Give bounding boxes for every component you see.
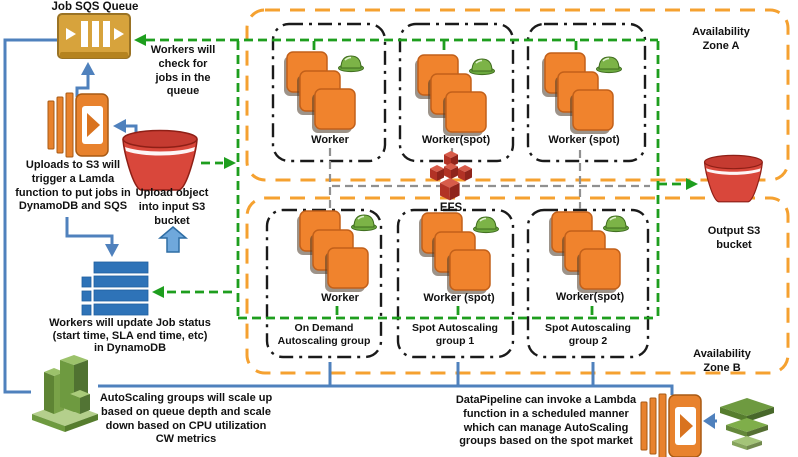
workers-check-note: Workers will check for jobs in the queue <box>150 44 216 98</box>
dynamo-update-note: Workers will update Job status (start ti… <box>49 317 211 355</box>
worker-a2-label: Worker(spot) <box>421 134 491 146</box>
datapipeline-note: DataPipeline can invoke a Lambda functio… <box>455 394 637 448</box>
output-s3-bucket-icon <box>703 154 763 203</box>
worker-cluster-b2-icon <box>419 213 499 294</box>
queue-depth-metric-line <box>3 38 58 394</box>
zone-a-label: Availability Zone A <box>692 26 750 52</box>
blue-arrowheads <box>81 62 715 429</box>
worker-cluster-b1-icon <box>297 211 377 292</box>
lambda-trigger-note: Uploads to S3 will trigger a Lamda funct… <box>15 159 131 213</box>
worker-group-box-b3 <box>526 208 650 359</box>
worker-a1-label: Worker <box>311 134 349 146</box>
green-arrowheads <box>134 34 698 298</box>
dynamodb-icon <box>81 261 149 316</box>
output-s3-label: Output S3 bucket <box>707 225 761 251</box>
autoscale-note: AutoScaling groups will scale up based o… <box>99 392 273 446</box>
zone-b-label: Availability Zone B <box>693 348 751 374</box>
worker-cluster-b3-icon <box>549 212 629 293</box>
group-b3-label: Spot Autoscaling group 2 <box>545 322 631 347</box>
lambda-to-sqs-line <box>75 75 90 97</box>
upload-object-note: Upload object into input S3 bucket <box>135 187 209 227</box>
scheduled-lambda-icon <box>640 393 702 457</box>
sqs-queue-icon <box>57 13 131 59</box>
worker-cluster-a3-icon <box>542 53 622 134</box>
control-lines <box>3 38 717 423</box>
job-flow-lines <box>146 38 685 320</box>
worker-group-box-a3 <box>526 22 647 163</box>
datapipeline-icon <box>720 398 774 450</box>
autoscaling-icon <box>32 355 98 432</box>
worker-b1-label: Worker <box>321 292 359 304</box>
scaling-control-line <box>98 384 674 395</box>
group-b2-label: Spot Autoscaling group 1 <box>412 322 498 347</box>
availability-zone-b-box <box>245 196 790 375</box>
worker-group-boxes <box>265 22 650 359</box>
input-s3-bucket-icon <box>122 129 198 191</box>
worker-cluster-a2-icon <box>415 55 495 136</box>
sqs-queue-title: Job SQS Queue <box>51 1 139 13</box>
worker-group-box-b2 <box>396 208 515 359</box>
efs-mount-lines <box>328 148 650 226</box>
lambda-to-dynamo-line <box>65 217 114 244</box>
worker-b3-label: Worker(spot) <box>555 291 625 303</box>
efs-label: EFS <box>439 202 463 214</box>
upload-arrow-icon <box>157 226 189 253</box>
worker-a3-label: Worker (spot) <box>548 134 620 146</box>
availability-zone-a-box <box>245 8 790 182</box>
worker-b2-label: Worker (spot) <box>423 292 495 304</box>
efs-icon <box>430 151 472 201</box>
worker-group-box-b1 <box>265 208 383 359</box>
lambda-icon <box>47 92 109 158</box>
worker-cluster-a1-icon <box>284 52 364 133</box>
worker-group-box-a2 <box>398 22 515 163</box>
group-b1-label: On Demand Autoscaling group <box>277 322 371 347</box>
